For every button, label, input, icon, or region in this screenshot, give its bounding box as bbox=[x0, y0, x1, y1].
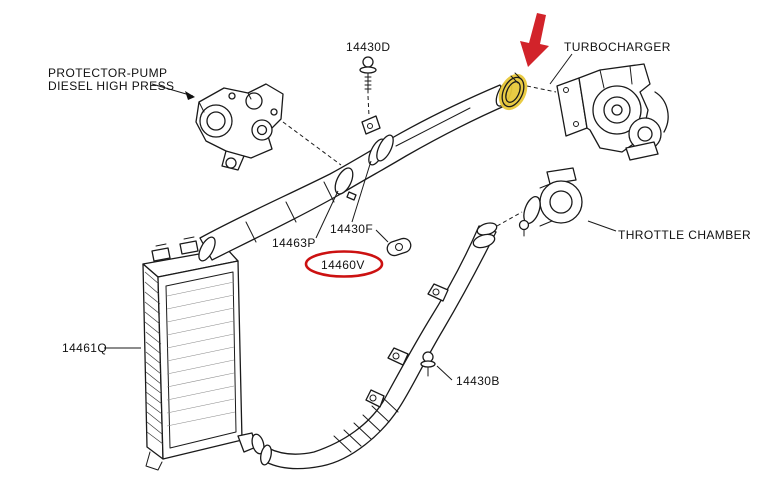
label-throttle-chamber: THROTTLE CHAMBER bbox=[618, 228, 751, 242]
bolt-14430b-drawing bbox=[420, 351, 436, 377]
hose-clamp-14463p bbox=[334, 167, 357, 201]
red-pointer-arrow bbox=[520, 13, 549, 67]
highlighted-clamp bbox=[498, 72, 528, 111]
selected-part-callout-oval bbox=[304, 250, 384, 278]
label-protector-pump-line2: DIESEL HIGH PRESS bbox=[48, 79, 174, 93]
label-14430f: 14430F bbox=[330, 222, 373, 236]
label-14430b: 14430B bbox=[456, 374, 500, 388]
bolt-14430d-drawing bbox=[359, 56, 377, 94]
bracket-14430f-drawing bbox=[386, 237, 412, 257]
label-14463p: 14463P bbox=[272, 236, 316, 250]
lower-air-duct-drawing bbox=[260, 222, 498, 470]
pipe-bracket bbox=[361, 115, 381, 135]
protector-pump-drawing bbox=[195, 83, 284, 171]
turbocharger-drawing bbox=[556, 63, 669, 161]
label-turbocharger: TURBOCHARGER bbox=[564, 40, 671, 54]
label-14460v: 14460V bbox=[321, 258, 365, 272]
label-14461q: 14461Q bbox=[62, 341, 107, 355]
intercooler-drawing bbox=[142, 236, 265, 471]
label-14430d: 14430D bbox=[346, 40, 390, 54]
upper-charge-pipe-drawing bbox=[198, 81, 513, 262]
label-leader-lines bbox=[104, 53, 617, 381]
label-protector-pump-line1: PROTECTOR-PUMP bbox=[48, 66, 167, 80]
clamp-yellow-highlight bbox=[498, 73, 528, 111]
throttle-chamber-drawing bbox=[518, 167, 583, 237]
diagram-labels: PROTECTOR-PUMP DIESEL HIGH PRESS 14430D … bbox=[48, 40, 751, 388]
